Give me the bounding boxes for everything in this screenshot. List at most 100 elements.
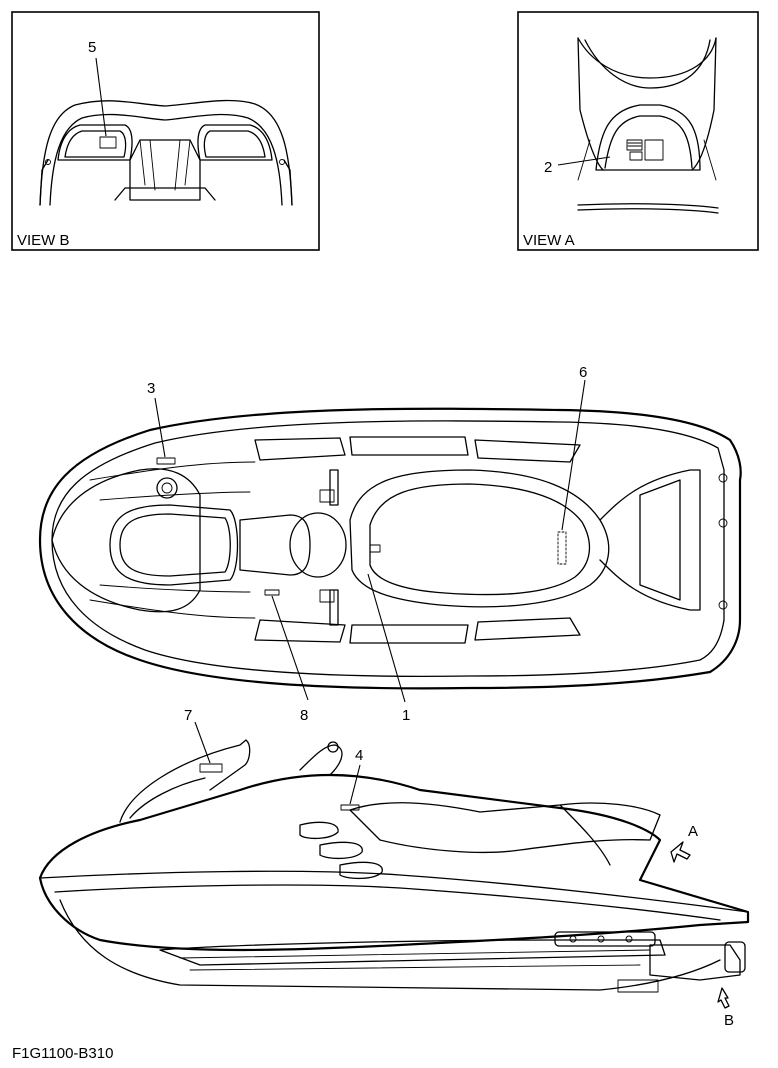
left-recess-3 (474, 439, 581, 463)
label-2-decal-a (626, 139, 643, 151)
callout-7-leader (194, 721, 211, 764)
label-6-decal (557, 531, 567, 565)
jet-nozzle (649, 944, 741, 981)
view-b-platform-ribs (139, 139, 191, 191)
rub-rail-side (54, 884, 721, 921)
side-oval-1 (299, 821, 339, 840)
front-hatch-inner (119, 513, 231, 577)
view-b-hull-outline (39, 99, 293, 206)
seat-rear-line (559, 804, 611, 866)
view-b-frame (11, 11, 320, 251)
view-a-panel: 2 VIEW A (517, 11, 759, 251)
left-recess-1 (254, 437, 346, 461)
callout-6-leader (561, 379, 586, 531)
front-fairing (119, 739, 251, 823)
callout-3-leader (154, 397, 166, 458)
callout-1: 1 (402, 707, 410, 724)
label-5-decal (99, 136, 117, 149)
label-3-decal (156, 457, 176, 465)
side-oval-3 (339, 861, 383, 880)
view-a-side-lines (577, 139, 717, 181)
stern-eye-1 (718, 473, 728, 483)
callout-2: 2 (544, 159, 552, 176)
callout-1-leader (367, 573, 406, 703)
handlebar-console (239, 514, 311, 576)
view-b-step (114, 187, 216, 201)
label-2-decal-lines (627, 142, 642, 147)
vent-3 (625, 935, 633, 943)
left-recess-2 (349, 436, 469, 456)
gunwale-line (51, 420, 725, 678)
hull-outline-top (38, 407, 742, 690)
view-a-storage-inner (604, 115, 693, 169)
hull-strake-lines (179, 949, 651, 971)
view-a-seat-top (577, 37, 717, 79)
callout-5-leader (95, 57, 107, 137)
mirror-knob (327, 741, 339, 753)
left-switch (319, 489, 335, 503)
seat-inner (369, 483, 591, 596)
arrow-a-label: A (688, 823, 698, 840)
label-7-decal (199, 763, 223, 773)
view-a-frame (517, 11, 759, 251)
seat-outline (349, 469, 610, 608)
arrow-b-label: B (724, 1012, 734, 1029)
seat-side (349, 802, 661, 854)
stern-eye-2 (718, 518, 728, 528)
callout-5: 5 (88, 39, 96, 56)
callout-8: 8 (300, 707, 308, 724)
top-view: 6 3 8 1 (38, 364, 742, 724)
view-b-right-cleat (279, 159, 285, 165)
view-b-title: VIEW B (17, 232, 70, 249)
right-recess-2 (349, 624, 469, 644)
lower-hull (59, 899, 721, 991)
view-a-seat-sides (577, 37, 717, 171)
steering-pad (289, 512, 347, 578)
callout-3: 3 (147, 380, 155, 397)
fuel-cap (156, 477, 178, 499)
side-view: 7 4 A B (38, 707, 750, 1029)
view-a-rail-1 (577, 203, 719, 209)
intake-grate (617, 979, 659, 993)
view-b-right-footwell-inner (203, 130, 266, 158)
stern-platform (639, 479, 681, 601)
side-oval-2 (319, 841, 363, 860)
callout-7: 7 (184, 707, 192, 724)
view-a-arrow (670, 841, 691, 863)
side-vent-panel (554, 931, 656, 947)
view-b-arrow (717, 987, 730, 1009)
vent-2 (597, 935, 605, 943)
view-a-title: VIEW A (523, 232, 575, 249)
view-b-left-footwell (57, 124, 133, 161)
view-a-seat-edge (584, 39, 711, 89)
figure-code: F1G1100-B310 (12, 1045, 113, 1062)
stern-deck (599, 469, 701, 611)
label-2-decal-b (644, 139, 664, 161)
right-recess-1 (254, 619, 346, 643)
fuel-cap-inner (161, 482, 173, 494)
view-a-rail-2 (577, 208, 719, 214)
label-2-decal-c (629, 151, 643, 161)
hull-outline-side (38, 773, 750, 952)
label-4-decal (340, 804, 360, 811)
view-b-left-footwell-inner (64, 130, 127, 158)
handlebar-side (299, 744, 343, 776)
steering-nozzle (724, 941, 746, 973)
callout-4-leader (349, 764, 361, 805)
hull-contour-mid (99, 491, 251, 593)
hull-contour-front (89, 461, 256, 619)
view-b-right-footwell (197, 124, 273, 161)
hull-strake (159, 939, 666, 966)
label-8-decal (264, 589, 280, 596)
front-hatch (109, 504, 239, 586)
callout-8-leader (271, 595, 309, 701)
stern-eye-3 (718, 600, 728, 610)
right-recess-3 (474, 617, 581, 641)
label-1-decal (369, 544, 381, 553)
vent-1 (569, 935, 577, 943)
gunwale-side (39, 870, 749, 913)
callout-6: 6 (579, 364, 587, 381)
view-b-deck-line (49, 113, 283, 206)
callout-4: 4 (355, 747, 363, 764)
